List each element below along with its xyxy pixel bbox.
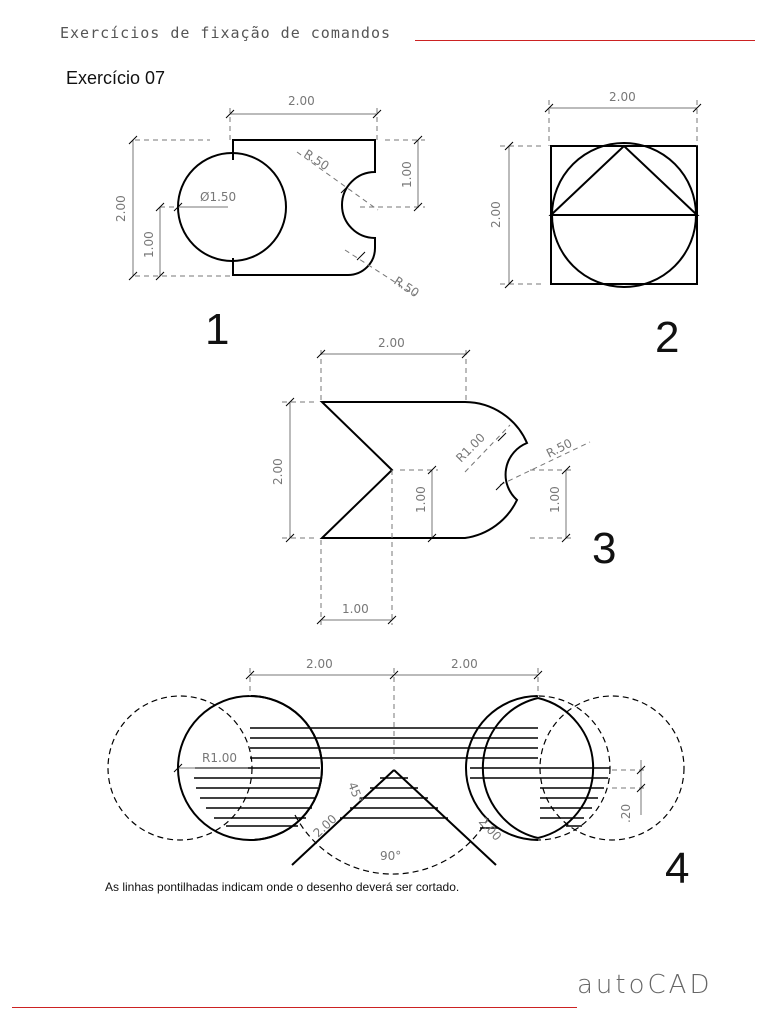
figure-3: 2.00 2.00 1.00 1.00 1.00 R1.00 R.50 xyxy=(271,336,591,625)
header-rule xyxy=(415,40,755,41)
exercise-title: Exercício 07 xyxy=(66,68,166,88)
figure-1-number: 1 xyxy=(205,305,230,354)
cutting-note: As linhas pontilhadas indicam onde o des… xyxy=(105,880,460,894)
fig4-dim-diag-left: 2.00 xyxy=(310,812,339,840)
footer-brand: autoCAD xyxy=(577,970,713,1000)
fig3-dim-bottom: 1.00 xyxy=(342,602,369,616)
figure-4: 2.00 2.00 R1.00 45° 90° 2.00 2.00 .20 xyxy=(107,657,685,875)
fig1-radius-top: R.50 xyxy=(301,147,331,173)
fig3-radius-big: R1.00 xyxy=(453,430,488,465)
fig3-dim-top: 2.00 xyxy=(378,336,405,350)
fig3-dim-right: 1.00 xyxy=(548,486,562,513)
fig4-spacing: .20 xyxy=(619,804,633,823)
fig1-radius-bottom: R.50 xyxy=(391,274,421,300)
fig3-dim-left: 2.00 xyxy=(271,458,285,485)
fig1-dim-right: 1.00 xyxy=(400,161,414,188)
fig4-dim-top-left: 2.00 xyxy=(306,657,333,671)
page-header-title: Exercícios de fixação de comandos xyxy=(60,24,392,42)
figure-3-number: 3 xyxy=(592,524,617,573)
fig1-dim-left-inner: 1.00 xyxy=(142,231,156,258)
fig4-dim-top-right: 2.00 xyxy=(451,657,478,671)
figure-2-number: 2 xyxy=(655,313,680,362)
fig2-dim-top: 2.00 xyxy=(609,90,636,104)
figure-4-number: 4 xyxy=(665,844,690,893)
fig4-radius-label: R1.00 xyxy=(202,751,237,765)
fig2-dim-left: 2.00 xyxy=(489,201,503,228)
fig4-angle-half: 45° xyxy=(345,780,365,805)
fig3-dim-mid: 1.00 xyxy=(414,486,428,513)
footer-rule xyxy=(12,1007,577,1008)
fig4-angle-full: 90° xyxy=(380,849,401,863)
figure-1: 2.00 2.00 1.00 1.00 Ø1.50 R.50 R.50 xyxy=(114,94,425,300)
fig1-dim-left: 2.00 xyxy=(114,195,128,222)
fig1-diameter-label: Ø1.50 xyxy=(200,190,236,204)
fig4-dim-diag-right: 2.00 xyxy=(476,814,504,843)
figure-2: 2.00 2.00 xyxy=(489,90,702,289)
fig1-dim-top: 2.00 xyxy=(288,94,315,108)
